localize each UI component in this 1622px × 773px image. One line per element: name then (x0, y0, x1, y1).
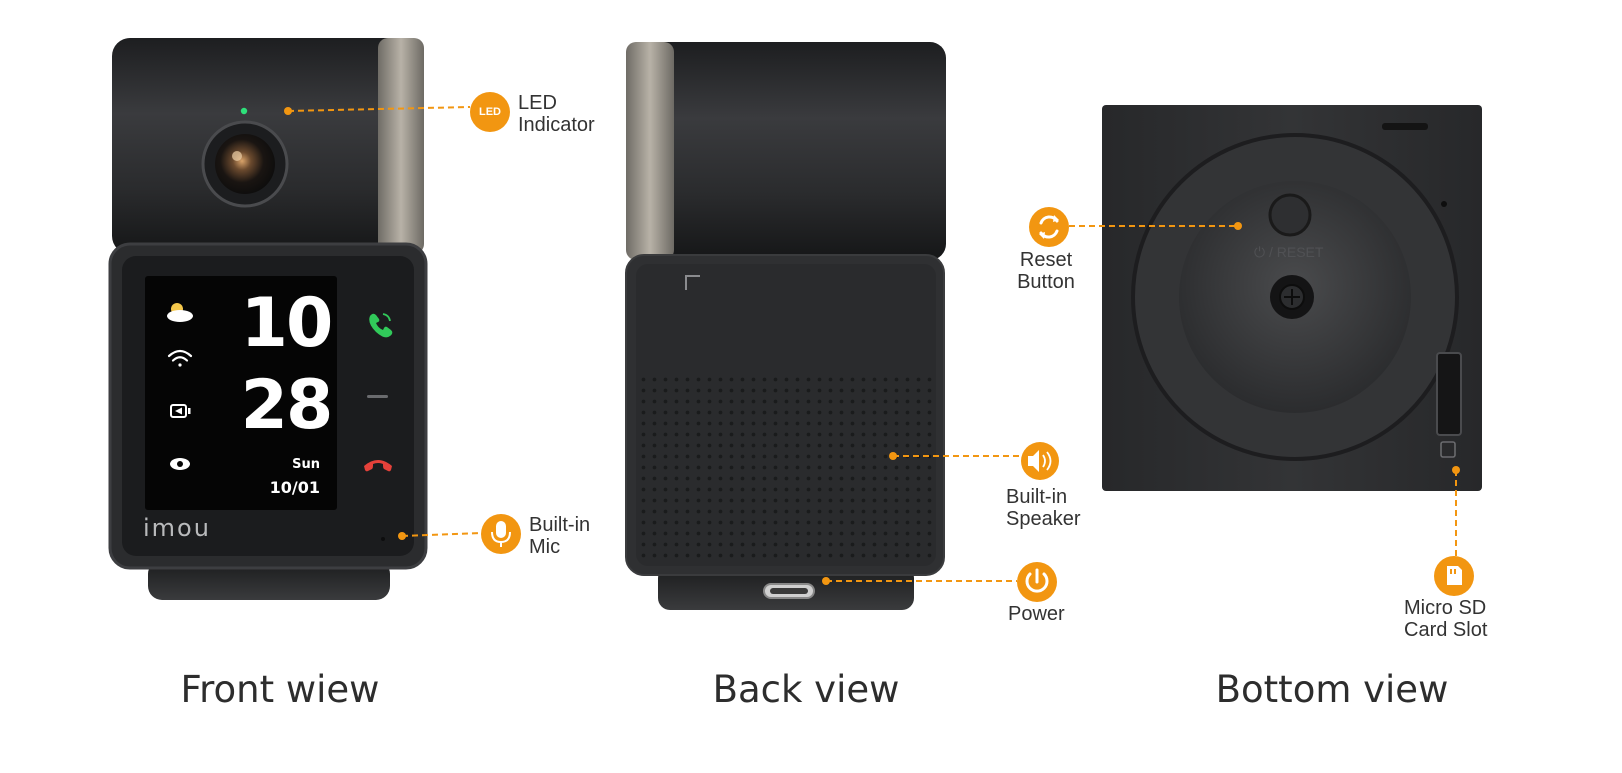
speaker-callout-dot (889, 452, 897, 460)
mic-callout-dot (398, 532, 406, 540)
speaker-label-line2: Speaker (1006, 508, 1081, 530)
mic-label-line2: Mic (529, 536, 561, 558)
power-callout-label: Power (1008, 603, 1065, 625)
wifi-icon (167, 349, 193, 367)
reset-label-line1: Reset (1019, 249, 1073, 271)
bottom-view-device (1102, 105, 1482, 491)
led-label-line2: Indicator (518, 114, 595, 136)
reset-marking: ⏻ / RESET (1254, 244, 1324, 260)
display-screen (145, 276, 337, 510)
bottom-top-slot (1382, 123, 1428, 130)
back-view-title: Back view (712, 668, 900, 711)
sd-card-slot (1436, 352, 1462, 436)
eye-icon (170, 458, 190, 470)
front-view-device (108, 38, 428, 600)
camera-icon (170, 404, 191, 418)
reset-callout-dot (1234, 222, 1242, 230)
callout-lines (287, 106, 1457, 582)
back-view-device (625, 42, 946, 610)
back-head (626, 42, 946, 260)
power-label-line1: Power (1008, 603, 1065, 625)
lens-glint (232, 151, 242, 161)
brand-logo: imou (143, 514, 211, 542)
speaker-label-line1: Built-in (1006, 486, 1068, 508)
reset-label-line2: Button (1017, 271, 1075, 293)
screen-date: 10/01 (269, 478, 320, 497)
led-badge-text: LED (479, 106, 501, 118)
reset-callout-label: Reset Button (1014, 249, 1078, 293)
mic-hole (381, 537, 385, 541)
bottom-view-title: Bottom view (1215, 668, 1449, 711)
speaker-grille (638, 376, 934, 562)
phone-hangup-icon (364, 460, 392, 472)
mic-badge-icon (481, 514, 521, 554)
back-corner-mark (685, 275, 700, 290)
mic-label-line1: Built-in (529, 514, 591, 536)
sd-label-line1: Micro SD (1404, 597, 1487, 619)
led-badge-icon: LED (470, 92, 510, 132)
led-indicator-dot (240, 107, 248, 115)
phone-answer-icon (369, 313, 393, 338)
usb-c-slot (770, 588, 808, 594)
mic-callout-line (401, 532, 483, 537)
led-label-line1: LED (518, 92, 557, 114)
minus-icon (367, 395, 388, 398)
power-callout-dot (822, 577, 830, 585)
sd-slot-mark (1440, 441, 1456, 458)
front-view-title: Front wiew (180, 668, 380, 711)
reset-button (1268, 193, 1312, 237)
front-base (148, 560, 390, 600)
sd-callout-dot (1452, 466, 1460, 474)
sd-card-badge-icon (1434, 556, 1474, 596)
power-badge-icon (1017, 562, 1057, 602)
mic-callout-label: Built-in Mic (529, 514, 590, 558)
back-side-ring (626, 42, 674, 260)
front-side-ring (378, 38, 424, 254)
speaker-callout-label: Built-in Speaker (1006, 486, 1081, 530)
led-callout-dot (284, 107, 292, 115)
led-callout-line (287, 106, 471, 112)
reset-badge-icon (1029, 207, 1069, 247)
tripod-cross (1284, 289, 1300, 305)
sd-label-line2: Card Slot (1404, 619, 1488, 641)
sd-callout-label: Micro SD Card Slot (1404, 597, 1487, 641)
led-callout-label: LED Indicator (518, 92, 595, 136)
camera-lens (215, 134, 275, 194)
screen-day: Sun (292, 457, 320, 472)
clock-minute: 28 (240, 366, 334, 445)
weather-icon (167, 303, 193, 322)
speaker-badge-icon (1021, 442, 1059, 480)
clock-hour: 10 (240, 284, 334, 363)
bottom-pinhole (1441, 201, 1447, 207)
callout-dots (284, 107, 1460, 585)
